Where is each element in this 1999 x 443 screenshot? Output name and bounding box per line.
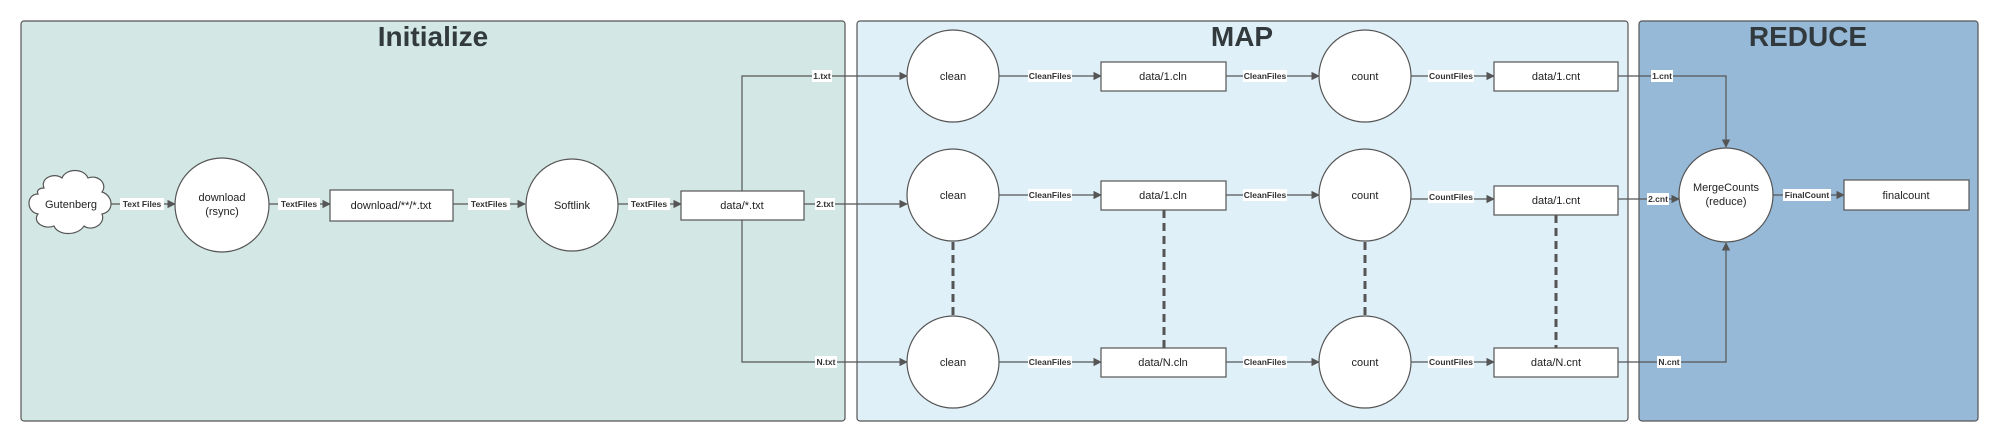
- data-1-cln-node-1: data/1.cln: [1100, 61, 1227, 92]
- edge-ncnt-merge: [1618, 242, 1731, 363]
- edge-label-ntxt: N.txt: [815, 356, 837, 368]
- clean-node-2: clean: [906, 148, 1000, 242]
- edge-label-cleanfiles-r2a: CleanFiles: [1028, 189, 1072, 201]
- svg-text:TextFiles: TextFiles: [281, 199, 317, 209]
- count-node-1: count: [1318, 29, 1412, 123]
- edge-label-textfiles-3: TextFiles: [628, 198, 670, 210]
- edge-label-1txt: 1.txt: [812, 70, 832, 82]
- svg-text:CleanFiles: CleanFiles: [1244, 357, 1287, 367]
- data-1-cln-node-2: data/1.cln: [1100, 180, 1227, 211]
- edge-label-cleanfiles-rNa: CleanFiles: [1028, 356, 1072, 368]
- svg-text:2.txt: 2.txt: [816, 199, 834, 209]
- gutenberg-label: Gutenberg: [45, 199, 97, 211]
- edge-label-1cnt: 1.cnt: [1651, 70, 1673, 82]
- svg-text:TextFiles: TextFiles: [631, 199, 667, 209]
- svg-text:2.cnt: 2.cnt: [1648, 194, 1668, 204]
- svg-text:CleanFiles: CleanFiles: [1029, 357, 1072, 367]
- data-1-cnt-label-1: data/1.cnt: [1532, 71, 1580, 83]
- svg-text:Text Files: Text Files: [123, 199, 162, 209]
- count-node-n: count: [1318, 315, 1412, 409]
- edge-label-ncnt: N.cnt: [1657, 356, 1681, 368]
- download-node: download (rsync): [174, 157, 270, 253]
- svg-text:CountFiles: CountFiles: [1429, 192, 1473, 202]
- svg-text:TextFiles: TextFiles: [471, 199, 507, 209]
- map-title: MAP: [1211, 21, 1273, 52]
- svg-text:CleanFiles: CleanFiles: [1029, 190, 1072, 200]
- clean-label-2: clean: [940, 190, 966, 202]
- edge-label-text-files: Text Files: [120, 198, 164, 210]
- data-1-cln-label-1: data/1.cln: [1139, 71, 1187, 83]
- count-label-n: count: [1352, 357, 1379, 369]
- data-txt-label: data/*.txt: [720, 200, 763, 212]
- count-label-2: count: [1352, 190, 1379, 202]
- data-1-cln-label-2: data/1.cln: [1139, 190, 1187, 202]
- edge-data-1txt: [741, 71, 908, 191]
- edge-label-textfiles-2: TextFiles: [468, 198, 510, 210]
- mergecounts-node: MergeCounts (reduce): [1678, 147, 1774, 243]
- edge-label-cleanfiles-rNb: CleanFiles: [1243, 356, 1287, 368]
- edge-data-ntxt: [741, 218, 908, 367]
- svg-text:CleanFiles: CleanFiles: [1029, 71, 1072, 81]
- clean-node-n: clean: [906, 315, 1000, 409]
- count-node-2: count: [1318, 148, 1412, 242]
- mergecounts-label-1: MergeCounts: [1693, 182, 1760, 194]
- svg-text:N.cnt: N.cnt: [1658, 357, 1679, 367]
- svg-text:CountFiles: CountFiles: [1429, 71, 1473, 81]
- svg-text:1.cnt: 1.cnt: [1652, 71, 1672, 81]
- clean-node-1: clean: [906, 29, 1000, 123]
- edge-label-2cnt: 2.cnt: [1647, 193, 1669, 205]
- clean-label-1: clean: [940, 71, 966, 83]
- data-n-cln-node: data/N.cln: [1100, 347, 1227, 378]
- svg-text:CleanFiles: CleanFiles: [1244, 71, 1287, 81]
- edge-label-countfiles-rN: CountFiles: [1428, 356, 1474, 368]
- edge-label-finalcount: FinalCount: [1783, 189, 1831, 201]
- svg-text:1.txt: 1.txt: [813, 71, 831, 81]
- finalcount-node: finalcount: [1843, 179, 1970, 211]
- download-files-node: download/**/*.txt: [329, 189, 454, 222]
- gutenberg-cloud: Gutenberg: [28, 169, 112, 235]
- edge-label-countfiles-r2: CountFiles: [1428, 191, 1474, 203]
- initialize-title: Initialize: [378, 21, 488, 52]
- data-1-cnt-node-1: data/1.cnt: [1493, 61, 1619, 92]
- download-files-label: download/**/*.txt: [351, 200, 432, 212]
- data-1-cnt-label-2: data/1.cnt: [1532, 195, 1580, 207]
- edge-label-cleanfiles-r1a: CleanFiles: [1028, 70, 1072, 82]
- svg-text:CleanFiles: CleanFiles: [1244, 190, 1287, 200]
- svg-text:N.txt: N.txt: [817, 357, 836, 367]
- data-1-cnt-node-2: data/1.cnt: [1493, 185, 1619, 216]
- reduce-title: REDUCE: [1749, 21, 1867, 52]
- softlink-node: Softlink: [525, 158, 619, 252]
- softlink-label: Softlink: [554, 200, 591, 212]
- svg-text:CountFiles: CountFiles: [1429, 357, 1473, 367]
- finalcount-label: finalcount: [1882, 190, 1929, 202]
- data-n-cnt-node: data/N.cnt: [1493, 347, 1619, 378]
- mergecounts-label-2: (reduce): [1706, 196, 1747, 208]
- clean-label-n: clean: [940, 357, 966, 369]
- edge-label-cleanfiles-r2b: CleanFiles: [1243, 189, 1287, 201]
- reduce-section: [1638, 20, 1979, 422]
- download-label-2: (rsync): [205, 206, 239, 218]
- data-n-cnt-label: data/N.cnt: [1531, 357, 1581, 369]
- edge-label-cleanfiles-r1b: CleanFiles: [1243, 70, 1287, 82]
- edge-label-countfiles-r1: CountFiles: [1428, 70, 1474, 82]
- svg-text:FinalCount: FinalCount: [1785, 190, 1830, 200]
- data-n-cln-label: data/N.cln: [1138, 357, 1188, 369]
- download-label-1: download: [198, 192, 245, 204]
- edge-label-textfiles-1: TextFiles: [278, 198, 320, 210]
- edge-label-2txt: 2.txt: [815, 198, 835, 210]
- data-txt-node: data/*.txt: [680, 190, 805, 221]
- count-label-1: count: [1352, 71, 1379, 83]
- map-section: [856, 20, 1629, 422]
